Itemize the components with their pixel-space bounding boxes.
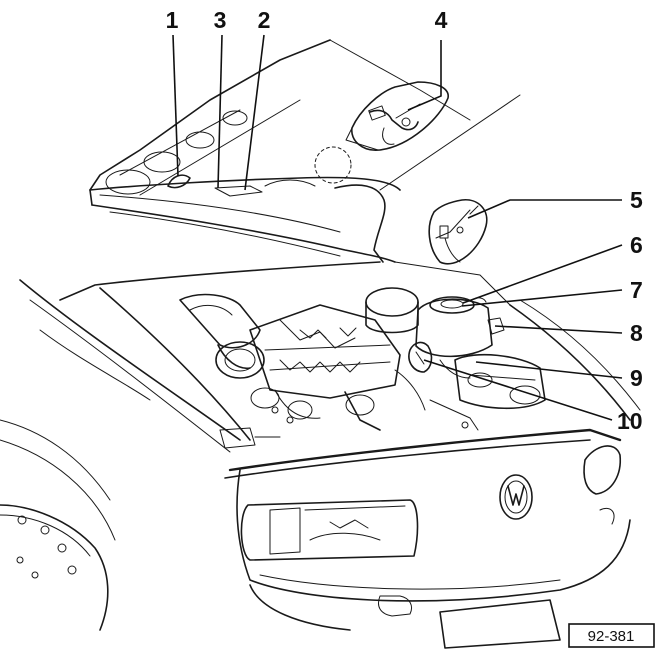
engine <box>179 293 433 449</box>
car-body <box>0 261 641 649</box>
callout-5: 5 <box>630 187 643 213</box>
hood <box>89 39 521 263</box>
figure-ref-label: 92-381 <box>588 628 635 645</box>
callout-7: 7 <box>630 277 643 303</box>
detail-inset-4 <box>345 81 449 151</box>
callout-3: 3 <box>214 7 227 33</box>
callout-4: 4 <box>435 7 448 33</box>
detail-inset-5 <box>428 199 488 265</box>
reservoirs <box>365 287 546 431</box>
callout-8: 8 <box>630 320 643 346</box>
callout-2: 2 <box>258 7 271 33</box>
callout-9: 9 <box>630 365 643 391</box>
callout-6: 6 <box>630 232 643 258</box>
callout-1: 1 <box>166 7 179 33</box>
figure-ref-box <box>568 623 655 648</box>
leader-lines <box>172 34 623 421</box>
callout-10: 10 <box>617 408 643 434</box>
washer-hose <box>334 184 386 263</box>
